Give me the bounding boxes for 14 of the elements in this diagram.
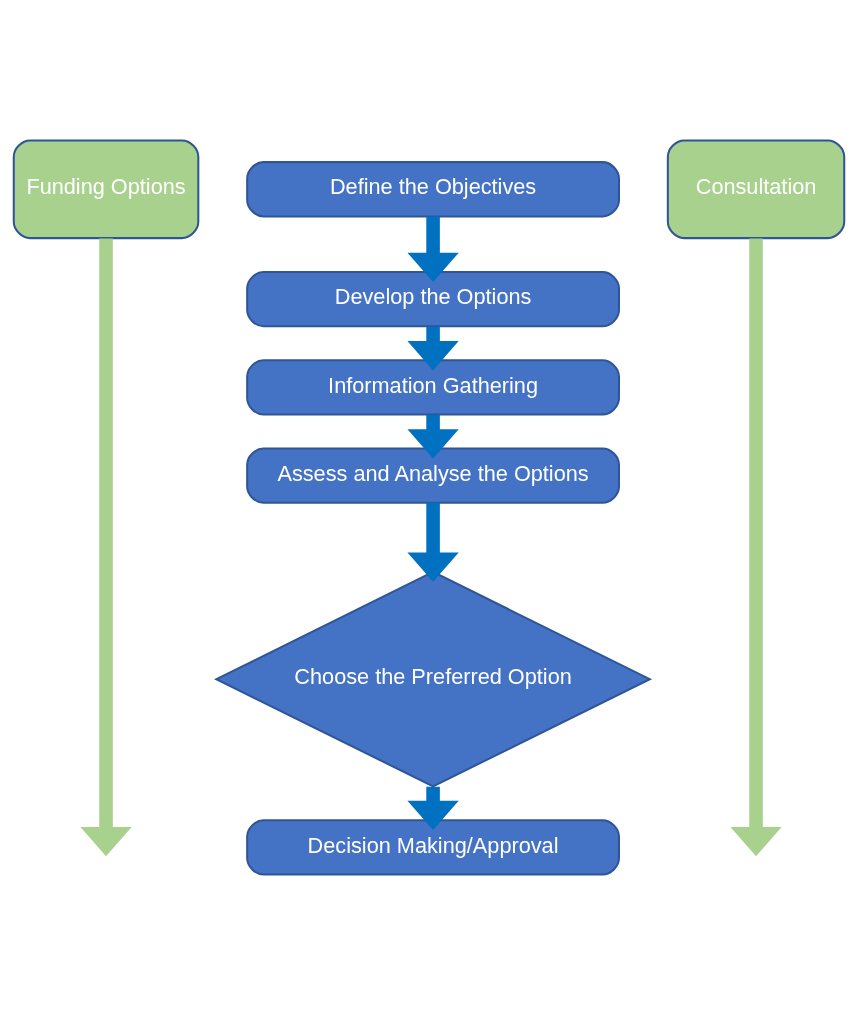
arrow <box>730 237 782 856</box>
arrow <box>80 237 132 856</box>
node-box: Assess and Analyse the Options <box>246 446 620 504</box>
node-box: Information Gathering <box>246 358 620 416</box>
arrow <box>407 414 459 459</box>
arrow <box>407 786 459 830</box>
node-box: Develop the Options <box>246 270 620 327</box>
arrow <box>407 216 459 282</box>
arrow <box>407 502 459 582</box>
node-box: Consultation <box>666 138 846 239</box>
node-box: Funding Options <box>12 138 200 239</box>
node-box: Define the Objectives <box>246 160 620 217</box>
arrow <box>407 326 459 370</box>
node-box: Decision Making/Approval <box>246 818 620 876</box>
